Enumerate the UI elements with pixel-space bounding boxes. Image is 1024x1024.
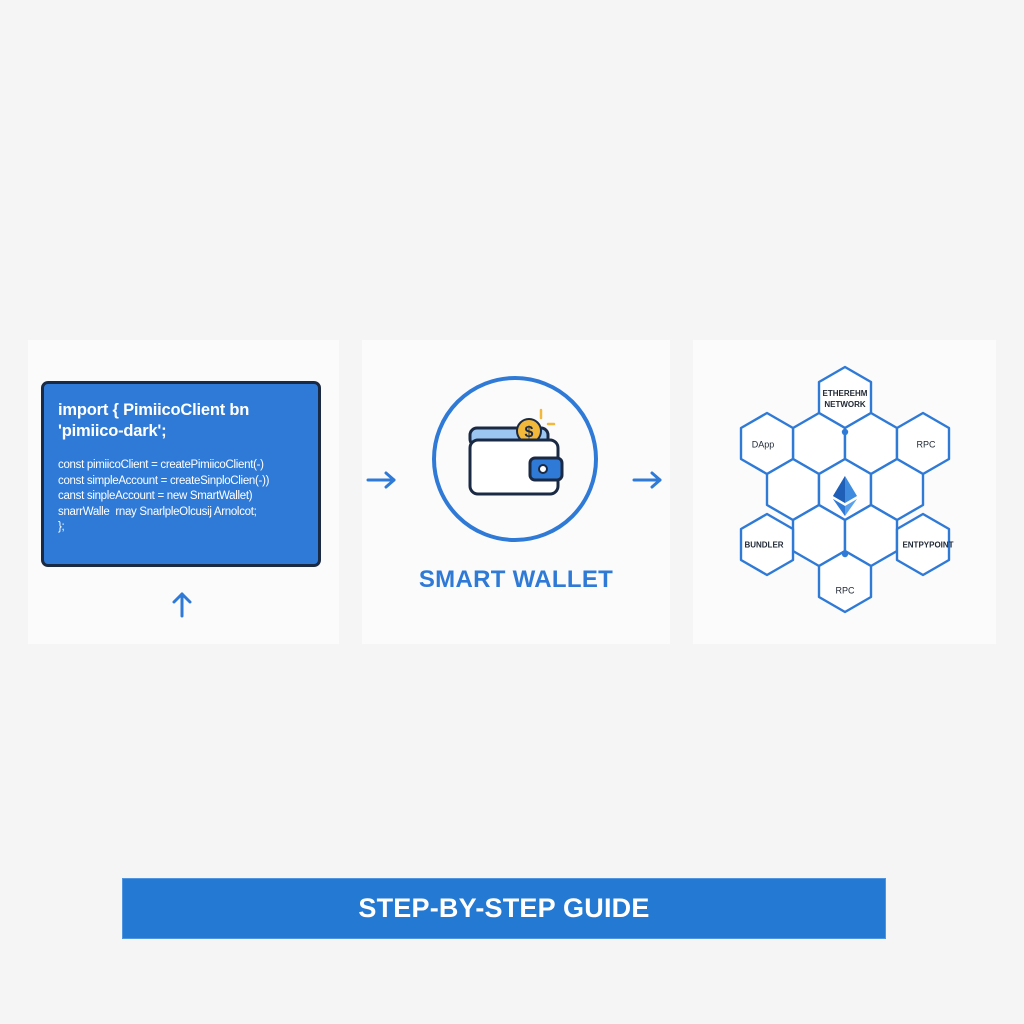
hex-label-rpc-top-right: RPC bbox=[916, 439, 936, 450]
hex-node-bundler bbox=[739, 512, 795, 577]
svg-text:$: $ bbox=[525, 424, 534, 441]
arrow-right-icon bbox=[366, 471, 396, 489]
code-line: }; bbox=[58, 521, 65, 533]
hex-node-entrypoint bbox=[895, 512, 951, 577]
code-line: snarrWalle rnay SnarlpleOlcusij Arnolcot… bbox=[58, 505, 257, 518]
connector-dot bbox=[841, 550, 849, 558]
code-line: canst sinpleAccount = new SmartWallet) bbox=[58, 490, 253, 502]
hex-label-rpc-bottom: RPC bbox=[835, 585, 855, 596]
code-import-statement: import { PimiicoClient bn 'pimiico-dark'… bbox=[58, 400, 304, 442]
hex-label-ethereum-network: ETHEREHM NETWORK bbox=[823, 388, 868, 410]
hex-label-dapp: DApp bbox=[751, 439, 775, 450]
code-body: const pimiicoClient = createPimiicoClien… bbox=[58, 458, 304, 536]
code-import-line-2: 'pimiico-dark'; bbox=[58, 422, 167, 440]
hex-network-diagram bbox=[739, 365, 951, 614]
hex-label-line: ETHEREHM bbox=[822, 389, 868, 398]
hex-label-entrypoint: ENTPYPOINT bbox=[902, 540, 954, 550]
code-import-line-1: import { PimiicoClient bn bbox=[58, 401, 250, 419]
code-card: import { PimiicoClient bn 'pimiico-dark'… bbox=[28, 340, 339, 644]
ethereum-logo-icon bbox=[833, 476, 857, 516]
code-line: const simpleAccount = createSinploClien(… bbox=[58, 474, 270, 487]
arrow-right-icon bbox=[632, 471, 662, 489]
smart-wallet-title: SMART WALLET bbox=[418, 566, 614, 593]
step-by-step-guide-banner: STEP-BY-STEP GUIDE bbox=[122, 878, 886, 939]
hex-label-bundler: BUNDLER bbox=[744, 540, 784, 550]
connector-dot bbox=[841, 428, 849, 436]
hex-node-rpc-bottom bbox=[817, 549, 873, 614]
code-line: const pimiicoClient = createPimiicoClien… bbox=[58, 459, 264, 471]
smart-wallet-card: $ SMART WALLET bbox=[362, 340, 670, 644]
arrow-up-icon bbox=[172, 592, 192, 618]
code-snippet-box: import { PimiicoClient bn 'pimiico-dark'… bbox=[41, 381, 321, 567]
wallet-circle-frame bbox=[432, 376, 598, 542]
banner-title: STEP-BY-STEP GUIDE bbox=[358, 893, 650, 923]
wallet-with-coin-icon: $ bbox=[468, 408, 564, 496]
hex-label-line: NETWORK bbox=[824, 400, 866, 409]
network-hex-card: ETHEREHM NETWORK DApp RPC BUNDLER ENTPYP… bbox=[693, 340, 996, 644]
